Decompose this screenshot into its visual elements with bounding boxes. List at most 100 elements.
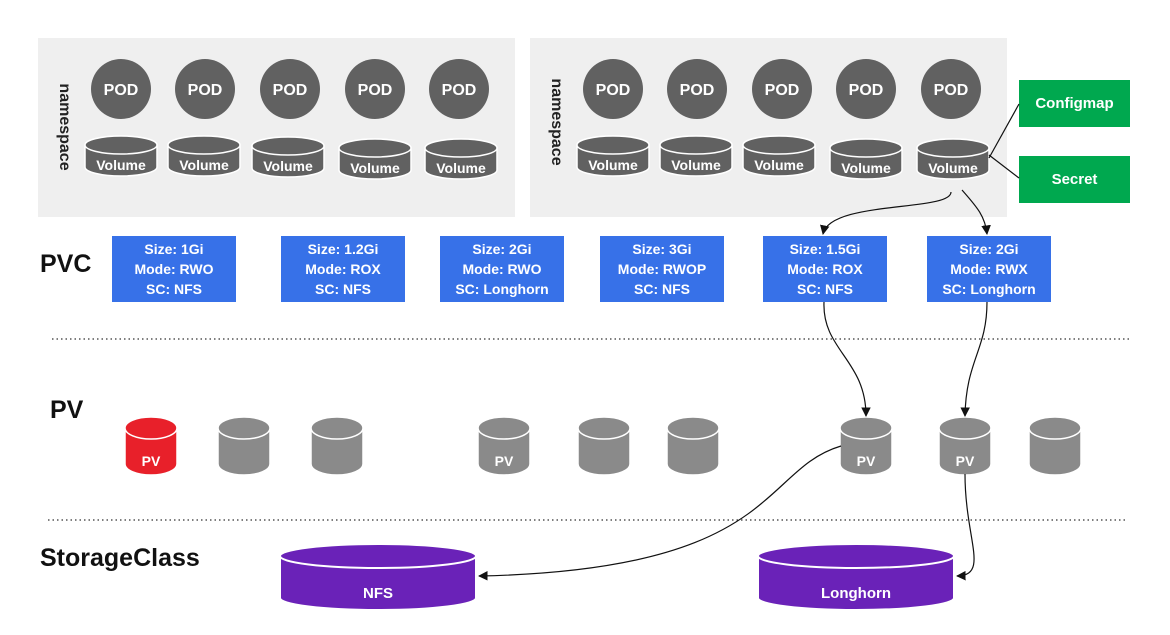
pv-label-7: PV [857,453,876,469]
pvc-storageclass-5: SC: NFS [797,281,853,297]
namespace-label-1: namespace [56,83,73,170]
pvc-storageclass-2: SC: NFS [315,281,371,297]
pv-3 [310,416,364,476]
configmap-box [1019,80,1130,127]
pvc-storageclass-4: SC: NFS [634,281,690,297]
pvc-row-label: PVC [40,250,91,278]
pvc-size-6: Size: 2Gi [959,241,1018,257]
pvc-mode-5: Mode: ROX [787,261,863,277]
pvc-storageclass-3: SC: Longhorn [455,281,548,297]
pod-2-4 [836,59,896,119]
secret-label: Secret [1052,171,1098,188]
pvc-box-4 [600,236,724,302]
pv-4 [477,416,531,476]
storageclass-label-1: NFS [363,585,393,602]
secret-link [988,154,1020,179]
volume-label-2-5: Volume [928,160,978,176]
volume-2-2 [659,135,733,177]
pvc-mode-2: Mode: ROX [305,261,381,277]
pod-label-2-2: POD [680,82,715,99]
volume-1-3 [251,136,325,178]
pod-label-2-3: POD [765,82,800,99]
pvc-mode-4: Mode: RWOP [618,261,706,277]
volume-label-1-3: Volume [263,158,313,174]
pod-1-5 [429,59,489,119]
volume-2-4 [829,138,903,180]
pv-8 [938,416,992,476]
pvc-size-2: Size: 1.2Gi [308,241,379,257]
pod-2-5 [921,59,981,119]
pvc-box-1 [112,236,236,302]
pv-1 [124,416,178,476]
volume-1-2 [167,135,241,177]
pvc-mode-1: Mode: RWO [134,261,213,277]
pv-7 [839,416,893,476]
pv-label-1: PV [142,453,161,469]
pv-5 [577,416,631,476]
arrow-volume-to-pvc-5 [820,191,952,235]
pod-label-2-5: POD [934,82,969,99]
volume-label-1-2: Volume [179,157,229,173]
volume-label-1-5: Volume [436,160,486,176]
configmap-label: Configmap [1035,95,1113,112]
pod-label-2-4: POD [849,82,884,99]
pvc-box-3 [440,236,564,302]
namespace-label-2: namespace [548,78,565,165]
storageclass-row-label: StorageClass [40,544,200,572]
pvc-storageclass-1: SC: NFS [146,281,202,297]
volume-2-1 [576,135,650,177]
volumes-layer: Volume Volume Volume Volume Volume Volume Volu… [84,135,990,180]
pod-1-4 [345,59,405,119]
volume-2-5 [916,138,990,180]
pvc-storageclass-6: SC: Longhorn [942,281,1035,297]
pvc-box-2 [281,236,405,302]
storageclass-1 [279,543,477,611]
volume-1-4 [338,138,412,180]
pod-1-1 [91,59,151,119]
arrow-pv-to-longhorn [956,473,975,581]
pvc-size-3: Size: 2Gi [472,241,531,257]
pvc-size-4: Size: 3Gi [632,241,691,257]
secret-box [1019,156,1130,203]
volume-1-5 [424,138,498,180]
pod-label-1-4: POD [358,82,393,99]
pvc-mode-3: Mode: RWO [462,261,541,277]
pod-label-1-5: POD [442,82,477,99]
pod-label-1-3: POD [273,82,308,99]
volume-label-2-4: Volume [841,160,891,176]
storageclass-layer: NFS Longhorn [279,543,955,611]
volume-label-2-1: Volume [588,157,638,173]
storageclass-2 [757,543,955,611]
volume-label-1-4: Volume [350,160,400,176]
pv-2 [217,416,271,476]
pods-layer: POD POD POD POD POD POD POD POD POD POD [91,59,981,119]
pvc-mode-6: Mode: RWX [950,261,1028,277]
volume-label-2-2: Volume [671,157,721,173]
pod-1-3 [260,59,320,119]
volume-2-3 [742,135,816,177]
pod-2-2 [667,59,727,119]
pod-label-1-2: POD [188,82,223,99]
pod-label-2-1: POD [596,82,631,99]
pvc-size-5: Size: 1.5Gi [790,241,861,257]
pvc-box-5 [763,236,887,302]
pv-9 [1028,416,1082,476]
arrow-volume-to-pvc-6 [961,189,991,235]
pvc-size-1: Size: 1Gi [144,241,203,257]
volume-label-1-1: Volume [96,157,146,173]
pv-6 [666,416,720,476]
pod-label-1-1: POD [104,82,139,99]
pod-2-1 [583,59,643,119]
configmap-link [988,103,1020,159]
pv-label-4: PV [495,453,514,469]
storageclass-label-2: Longhorn [821,585,891,602]
volume-1-1 [84,135,158,177]
arrow-pvc5-to-pv [823,301,871,417]
pod-1-2 [175,59,235,119]
volume-label-2-3: Volume [754,157,804,173]
pod-2-3 [752,59,812,119]
arrow-pv-to-nfs [478,445,842,581]
